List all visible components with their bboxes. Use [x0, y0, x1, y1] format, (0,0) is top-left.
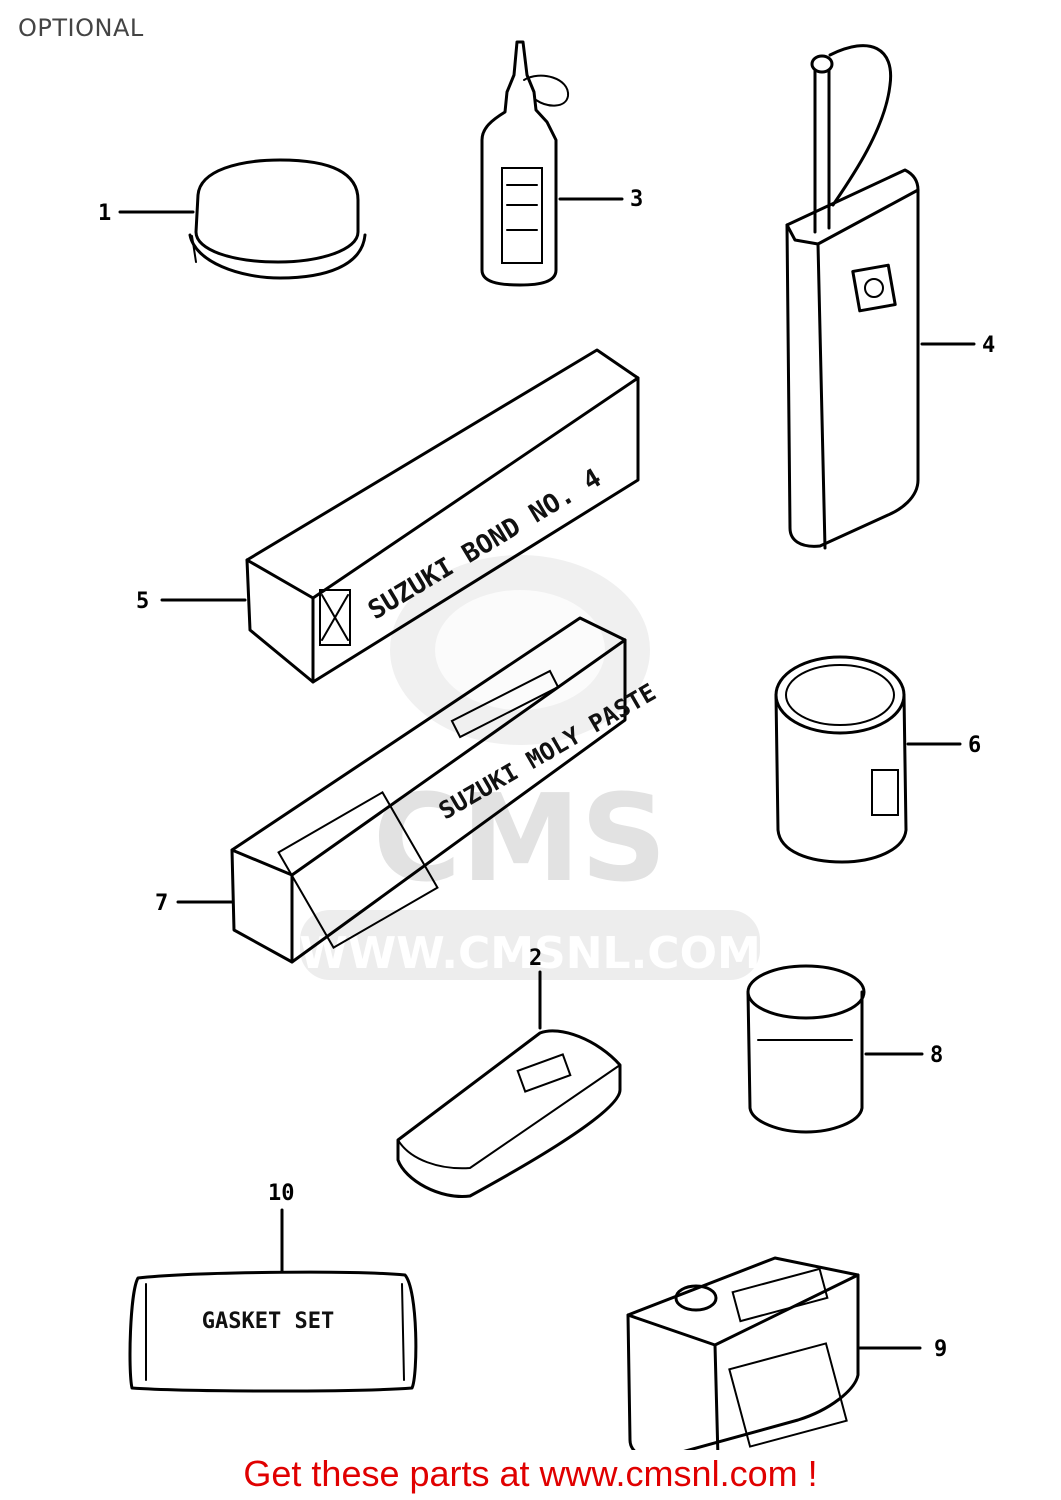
watermark: CMS WWW.CMSNL.COM — [299, 555, 761, 980]
callout-1: 1 — [98, 201, 111, 226]
part-8-tin — [746, 964, 924, 1134]
callout-5: 5 — [136, 589, 149, 614]
callout-8: 8 — [930, 1043, 943, 1068]
callout-9: 9 — [934, 1337, 947, 1362]
callout-4: 4 — [982, 333, 995, 358]
footer: Get these parts at www.cmsnl.com ! — [0, 1453, 1061, 1495]
cmsnl-link[interactable]: Get these parts at www.cmsnl.com ! — [243, 1453, 818, 1494]
callout-10: 10 — [268, 1181, 295, 1206]
watermark-url: WWW.CMSNL.COM — [299, 928, 761, 979]
callout-3: 3 — [630, 187, 643, 212]
part-3-bottle — [480, 40, 624, 287]
callout-2: 2 — [529, 946, 542, 971]
part-9-rect-can — [626, 1256, 922, 1450]
gasket-set-label: GASKET SET — [202, 1309, 334, 1334]
parts-diagram: CMS WWW.CMSNL.COM — [98, 40, 995, 1450]
part-2-case — [396, 970, 622, 1199]
part-1-cap — [118, 158, 367, 280]
callout-6: 6 — [968, 733, 981, 758]
part-10-gasket-set: GASKET SET — [128, 1208, 418, 1393]
part-4-can — [785, 44, 976, 550]
part-6-tin — [774, 655, 962, 864]
callout-7: 7 — [155, 891, 168, 916]
watermark-logo: CMS — [373, 770, 667, 909]
page-title: OPTIONAL — [18, 14, 144, 42]
